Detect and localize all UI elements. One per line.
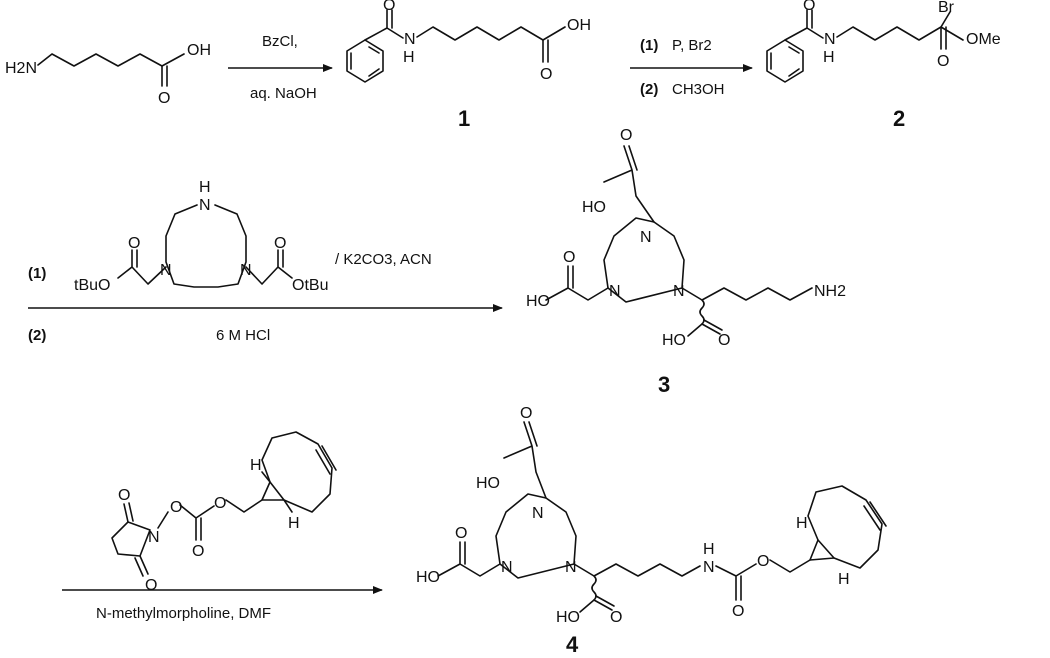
o-link-1: O: [170, 499, 182, 516]
ho-bottom: HO: [662, 332, 686, 349]
h2n-label: H2N: [5, 60, 37, 77]
h-top: H: [199, 179, 211, 196]
o-bottom: O: [610, 609, 622, 626]
step-1-reagent: P, Br2: [672, 37, 712, 54]
nh2-label: NH2: [814, 283, 846, 300]
o-bottom: O: [145, 577, 157, 594]
n-top: N: [532, 505, 544, 522]
o-left: O: [455, 525, 467, 542]
ho-bottom: HO: [556, 609, 580, 626]
compound-4: HO O N HO O N N N H O O HO O H H 4: [416, 405, 887, 657]
o-right: O: [274, 235, 286, 252]
n-right: N: [565, 559, 577, 576]
o-amide: O: [383, 0, 395, 14]
step-1-number: (1): [28, 265, 46, 282]
o-link: O: [757, 553, 769, 570]
h-carbamate: H: [703, 541, 715, 558]
ho-top: HO: [582, 199, 606, 216]
oh-label: OH: [187, 42, 211, 59]
n-left: N: [609, 283, 621, 300]
h-bottom: H: [288, 515, 300, 532]
o-bottom: O: [718, 332, 730, 349]
step-2-reagent: 6 M HCl: [216, 327, 270, 344]
otbu-label: OtBu: [292, 277, 328, 294]
reaction-arrow-2: (1) P, Br2 (2) CH3OH: [630, 37, 753, 98]
reaction-arrow-1: BzCl, aq. NaOH: [228, 33, 333, 102]
n-label: N: [148, 529, 160, 546]
n-carbamate: N: [703, 559, 715, 576]
h-bottom: H: [838, 571, 850, 588]
o-amide: O: [803, 0, 815, 14]
h-amide: H: [403, 49, 415, 66]
reaction-arrow-4: N-methylmorpholine, DMF O O N O O O H H: [62, 431, 383, 622]
compound-4-number: 4: [566, 632, 579, 657]
reagent-bzcl: BzCl,: [262, 33, 298, 50]
n-right: N: [240, 262, 252, 279]
o-link-2: O: [214, 495, 226, 512]
step-1-number: (1): [640, 37, 658, 54]
step-1-conditions: / K2CO3, ACN: [335, 251, 432, 268]
o-top: O: [118, 487, 130, 504]
compound-1-number: 1: [458, 106, 470, 131]
o-acid: O: [540, 66, 552, 83]
condition-naoh: aq. NaOH: [250, 85, 317, 102]
ome-label: OMe: [966, 31, 1001, 48]
reaction-arrow-3: (1) (2) 6 M HCl / K2CO3, ACN N H N N O O…: [28, 179, 503, 344]
n-amide: N: [824, 31, 836, 48]
step-2-number: (2): [28, 327, 46, 344]
n-top: N: [199, 197, 211, 214]
compound-3: HO O N HO O N N NH2 HO O 3: [526, 127, 846, 397]
h-amide: H: [823, 49, 835, 66]
step-2-reagent: CH3OH: [672, 81, 725, 98]
o-carbamate: O: [732, 603, 744, 620]
oh-acid: OH: [567, 17, 591, 34]
ho-left: HO: [416, 569, 440, 586]
n-amide: N: [404, 31, 416, 48]
h-top: H: [796, 515, 808, 532]
o-ester: O: [937, 53, 949, 70]
n-left: N: [501, 559, 513, 576]
h-top: H: [250, 457, 262, 474]
o-top: O: [520, 405, 532, 422]
o-top: O: [620, 127, 632, 144]
ho-left: HO: [526, 293, 550, 310]
o-left: O: [563, 249, 575, 266]
o-carbonate: O: [192, 543, 204, 560]
n-right: N: [673, 283, 685, 300]
compound-2-number: 2: [893, 106, 905, 131]
o-left: O: [128, 235, 140, 252]
n-top: N: [640, 229, 652, 246]
aminohexanoic-acid: H2N OH O: [5, 42, 211, 107]
condition-nmm-dmf: N-methylmorpholine, DMF: [96, 605, 271, 622]
br-label: Br: [938, 0, 955, 16]
compound-3-number: 3: [658, 372, 670, 397]
o-label: O: [158, 90, 170, 107]
compound-1: O N H OH O 1: [346, 0, 591, 131]
ho-top: HO: [476, 475, 500, 492]
n-left: N: [160, 262, 172, 279]
step-2-number: (2): [640, 81, 658, 98]
compound-2: O N H Br OMe O 2: [766, 0, 1001, 131]
tbuo-label: tBuO: [74, 277, 110, 294]
